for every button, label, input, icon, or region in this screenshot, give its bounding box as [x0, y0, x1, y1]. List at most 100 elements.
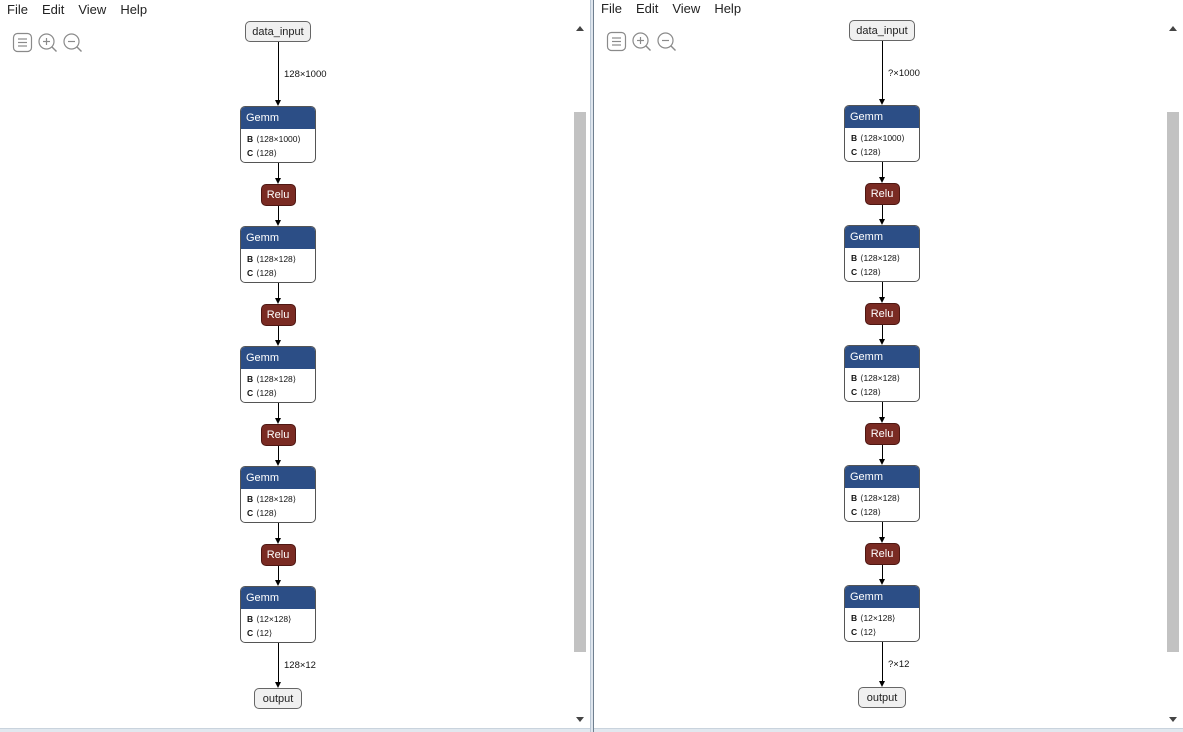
- attr-key: B: [247, 614, 254, 624]
- menu-icon[interactable]: [606, 31, 627, 52]
- attr-key: C: [247, 508, 254, 518]
- zoom-in-icon[interactable]: [37, 32, 58, 53]
- gemm-title: Gemm: [845, 346, 919, 368]
- output-node[interactable]: output: [858, 687, 906, 708]
- scroll-up-arrow-icon[interactable]: [573, 20, 587, 36]
- attr-key: C: [851, 627, 858, 637]
- menu-view[interactable]: View: [672, 1, 701, 16]
- input-node[interactable]: data_input: [245, 21, 311, 42]
- edge-arrowhead: [879, 297, 885, 303]
- gemm-title: Gemm: [241, 467, 315, 489]
- edge-arrowhead: [275, 538, 281, 544]
- attr-key: B: [851, 613, 858, 623]
- edge-arrowhead: [275, 178, 281, 184]
- zoom-out-icon[interactable]: [62, 32, 83, 53]
- relu-node[interactable]: Relu: [864, 303, 900, 325]
- relu-node[interactable]: Relu: [864, 183, 900, 205]
- relu-node[interactable]: Relu: [864, 423, 900, 445]
- menu-file[interactable]: File: [7, 2, 28, 17]
- output-node[interactable]: output: [254, 688, 302, 709]
- vertical-scrollbar[interactable]: [1166, 20, 1180, 732]
- edge-line: [881, 402, 883, 418]
- relu-node[interactable]: Relu: [260, 544, 296, 566]
- attr-key: B: [851, 373, 858, 383]
- attr-value: ⟨128×1000⟩: [860, 133, 905, 143]
- zoom-out-icon[interactable]: [656, 31, 677, 52]
- edge-line: [277, 42, 279, 101]
- menu-icon[interactable]: [12, 32, 33, 53]
- attr-value: ⟨12×128⟩: [256, 614, 292, 624]
- attr-row-c: C⟨128⟩: [851, 265, 919, 279]
- attr-key: C: [851, 267, 858, 277]
- relu-node[interactable]: Relu: [260, 424, 296, 446]
- edge-line: [881, 282, 883, 298]
- gemm-title: Gemm: [845, 226, 919, 248]
- menu-help[interactable]: Help: [120, 2, 148, 17]
- scroll-thumb[interactable]: [574, 112, 586, 652]
- attr-key: C: [247, 388, 254, 398]
- gemm-title: Gemm: [241, 107, 315, 129]
- edge-line: [277, 523, 279, 539]
- attr-key: B: [247, 494, 254, 504]
- relu-node[interactable]: Relu: [260, 304, 296, 326]
- edge-line: [881, 565, 883, 580]
- edge-line: [277, 446, 279, 461]
- edge-line: [277, 206, 279, 221]
- menu-view[interactable]: View: [78, 2, 107, 17]
- relu-node[interactable]: Relu: [260, 184, 296, 206]
- edge-arrowhead: [879, 579, 885, 585]
- edge-line: [881, 205, 883, 220]
- gemm-title: Gemm: [845, 586, 919, 608]
- gemm-attributes: B⟨128×128⟩C⟨128⟩: [845, 368, 919, 399]
- output-shape-label: ?×12: [888, 659, 910, 670]
- gemm-title: Gemm: [845, 106, 919, 128]
- scroll-up-arrow-icon[interactable]: [1166, 20, 1180, 36]
- attr-key: C: [851, 507, 858, 517]
- attr-value: ⟨128⟩: [256, 388, 277, 398]
- attr-row-b: B⟨12×128⟩: [851, 611, 919, 625]
- attr-value: ⟨12⟩: [860, 627, 877, 637]
- attr-row-b: B⟨128×1000⟩: [247, 132, 315, 146]
- edge-line: [881, 325, 883, 340]
- gemm-attributes: B⟨128×128⟩C⟨128⟩: [241, 369, 315, 400]
- vertical-scrollbar[interactable]: [573, 20, 587, 732]
- window-bottom-edge: [0, 728, 590, 732]
- scroll-down-arrow-icon[interactable]: [1166, 712, 1180, 728]
- relu-node[interactable]: Relu: [864, 543, 900, 565]
- attr-row-b: B⟨128×128⟩: [247, 492, 315, 506]
- attr-row-c: C⟨128⟩: [247, 386, 315, 400]
- zoom-in-icon[interactable]: [631, 31, 652, 52]
- attr-key: B: [247, 134, 254, 144]
- attr-key: C: [247, 628, 254, 638]
- attr-key: C: [851, 147, 858, 157]
- edge-arrowhead: [879, 459, 885, 465]
- edge-arrowhead: [275, 460, 281, 466]
- gemm-attributes: B⟨128×128⟩C⟨128⟩: [241, 249, 315, 280]
- graph-toolbar: [12, 32, 83, 53]
- menu-file[interactable]: File: [601, 1, 622, 16]
- menu-edit[interactable]: Edit: [635, 1, 659, 16]
- edge-line: [277, 283, 279, 299]
- menu-help[interactable]: Help: [714, 1, 742, 16]
- window-divider: [590, 0, 594, 732]
- scroll-down-arrow-icon[interactable]: [573, 712, 587, 728]
- edge-arrowhead: [275, 682, 281, 688]
- attr-key: B: [247, 254, 254, 264]
- edge-arrowhead: [275, 220, 281, 226]
- input-shape-label: 128×1000: [284, 69, 327, 80]
- scroll-thumb[interactable]: [1167, 112, 1179, 652]
- input-node[interactable]: data_input: [849, 20, 915, 41]
- menu-edit[interactable]: Edit: [41, 2, 65, 17]
- attr-key: C: [247, 268, 254, 278]
